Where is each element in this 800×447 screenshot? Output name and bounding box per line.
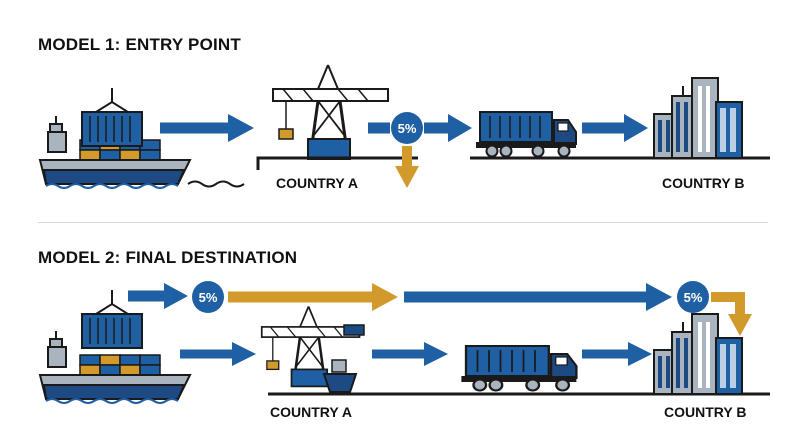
model2-title: MODEL 2: FINAL DESTINATION — [38, 248, 298, 267]
model2-port-crane-icon — [260, 305, 365, 388]
model2-truck-icon — [460, 344, 578, 392]
model2-arrow-port-to-truck — [372, 342, 448, 366]
model1-title: MODEL 1: ENTRY POINT — [38, 35, 241, 54]
model2-city-icon — [653, 313, 743, 395]
model1-city-icon — [653, 77, 743, 159]
model2-arrow-ship-to-port — [180, 342, 256, 366]
model1-country-b-label: COUNTRY B — [662, 175, 745, 191]
model2-tariff-badge-1 — [192, 281, 224, 313]
model1-dock-line — [256, 156, 418, 170]
model2-tariff-label-2: 5% — [684, 290, 703, 305]
model1-tariff-badge — [391, 112, 423, 144]
model1-arrow-port-to-truck — [368, 114, 472, 142]
model2-arrow-truck-to-city — [582, 342, 652, 366]
model2-tariff-down-arrow — [711, 292, 752, 336]
model2-tariff-label-1: 5% — [199, 290, 218, 305]
model2-country-a-label: COUNTRY A — [270, 404, 352, 420]
model1-tariff-down-arrow — [395, 146, 419, 188]
model1-water-line — [187, 180, 245, 188]
model2-tariff-badge-2 — [677, 281, 709, 313]
model2-deferred-duty-arrow — [228, 283, 398, 311]
model1-country-a-label: COUNTRY A — [276, 175, 358, 191]
model1-lifted-container-icon — [81, 88, 143, 147]
model2-arrow-ship-to-tariff — [128, 283, 188, 309]
model2-arrow-transit-to-destination — [404, 283, 672, 311]
model1-arrow-truck-to-city — [582, 114, 648, 142]
model1-port-crane-icon — [271, 63, 390, 161]
model1-tariff-label: 5% — [398, 121, 417, 136]
model2-lifted-container-icon — [81, 290, 143, 349]
model1-truck-icon — [475, 111, 577, 158]
model1-arrow-ship-to-port — [160, 114, 254, 142]
model2-bonded-ship-icon — [322, 359, 358, 393]
section-divider — [38, 222, 768, 223]
model2-country-b-label: COUNTRY B — [664, 404, 747, 420]
